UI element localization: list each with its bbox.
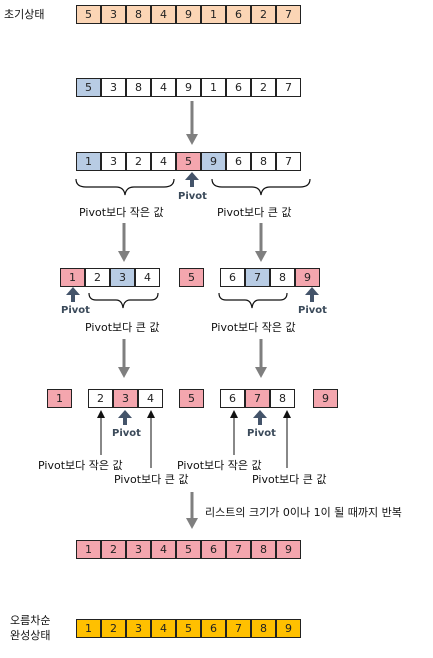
array-cell: 8 bbox=[126, 78, 151, 97]
array-cell: 9 bbox=[295, 268, 320, 287]
pivot-arrow bbox=[66, 287, 80, 302]
array-cell: 2 bbox=[101, 619, 126, 638]
array-cell: 4 bbox=[151, 5, 176, 24]
pivot-arrow bbox=[305, 287, 319, 302]
array-cell: 1 bbox=[76, 152, 101, 171]
array-cell: 3 bbox=[101, 5, 126, 24]
array-cell: 6 bbox=[201, 619, 226, 638]
pivot-label: Pivot bbox=[298, 305, 327, 316]
array-cell: 3 bbox=[126, 540, 151, 559]
array-cell: 7 bbox=[245, 268, 270, 287]
array-cell: 4 bbox=[151, 78, 176, 97]
smaller-than-pivot-label: Pivot보다 작은 값 bbox=[211, 321, 296, 334]
array-cell: 4 bbox=[135, 268, 160, 287]
range-brace bbox=[211, 178, 311, 196]
arrow-head bbox=[118, 367, 130, 378]
larger-than-pivot-label: Pivot보다 큰 값 bbox=[252, 473, 327, 486]
array-cell: 4 bbox=[151, 540, 176, 559]
range-brace bbox=[88, 292, 159, 309]
array-cell: 8 bbox=[270, 268, 295, 287]
array-cell: 5 bbox=[76, 78, 101, 97]
array-cell: 1 bbox=[76, 540, 101, 559]
array-cell: 7 bbox=[276, 152, 301, 171]
array-cell: 3 bbox=[101, 152, 126, 171]
array-cell: 3 bbox=[110, 268, 135, 287]
array-cell: 6 bbox=[220, 389, 245, 408]
array-cell: 2 bbox=[88, 389, 113, 408]
larger-than-pivot-label: Pivot보다 큰 값 bbox=[217, 206, 292, 219]
array-cell: 6 bbox=[226, 5, 251, 24]
array-cell: 2 bbox=[85, 268, 110, 287]
array-cell: 9 bbox=[201, 152, 226, 171]
array-cell: 7 bbox=[226, 540, 251, 559]
arrow-head bbox=[255, 251, 267, 262]
pivot-label: Pivot bbox=[112, 428, 141, 439]
array-cell: 9 bbox=[176, 78, 201, 97]
array-cell: 7 bbox=[226, 619, 251, 638]
array-cell: 8 bbox=[270, 389, 295, 408]
array-cell: 1 bbox=[76, 619, 101, 638]
pivot-label: Pivot bbox=[178, 191, 207, 202]
array-cell: 5 bbox=[176, 619, 201, 638]
larger-than-pivot-label: Pivot보다 큰 값 bbox=[114, 473, 189, 486]
array-cell: 8 bbox=[126, 5, 151, 24]
arrow-head bbox=[186, 134, 198, 145]
array-cell: 6 bbox=[226, 152, 251, 171]
array-cell: 1 bbox=[201, 5, 226, 24]
array-cell: 7 bbox=[276, 5, 301, 24]
repeat-note: 리스트의 크기가 0이나 1이 될 때까지 반복 bbox=[205, 506, 402, 519]
array-cell: 9 bbox=[276, 540, 301, 559]
arrow-head bbox=[255, 367, 267, 378]
array-cell: 8 bbox=[251, 152, 276, 171]
pivot-label: Pivot bbox=[247, 428, 276, 439]
arrow-head bbox=[118, 251, 130, 262]
array-cell: 5 bbox=[176, 152, 201, 171]
array-cell: 2 bbox=[251, 5, 276, 24]
smaller-than-pivot-label: Pivot보다 작은 값 bbox=[79, 206, 164, 219]
array-cell: 6 bbox=[220, 268, 245, 287]
smaller-than-pivot-label: Pivot보다 작은 값 bbox=[38, 459, 123, 472]
array-cell: 1 bbox=[201, 78, 226, 97]
array-cell: 4 bbox=[151, 152, 176, 171]
array-cell: 5 bbox=[179, 268, 204, 287]
pivot-arrow bbox=[253, 410, 267, 425]
array-cell: 5 bbox=[76, 5, 101, 24]
array-cell: 8 bbox=[251, 540, 276, 559]
sorted-state-label-line1: 오름차순 bbox=[10, 614, 51, 627]
array-cell: 7 bbox=[276, 78, 301, 97]
arrow-head bbox=[186, 518, 198, 529]
larger-than-pivot-label: Pivot보다 큰 값 bbox=[85, 321, 160, 334]
pivot-arrow bbox=[185, 172, 199, 187]
array-cell: 3 bbox=[126, 619, 151, 638]
array-cell: 9 bbox=[276, 619, 301, 638]
range-brace bbox=[218, 292, 288, 309]
array-cell: 5 bbox=[179, 389, 204, 408]
array-cell: 8 bbox=[251, 619, 276, 638]
array-cell: 3 bbox=[113, 389, 138, 408]
smaller-than-pivot-label: Pivot보다 작은 값 bbox=[177, 459, 262, 472]
array-cell: 6 bbox=[201, 540, 226, 559]
array-cell: 4 bbox=[151, 619, 176, 638]
array-cell: 1 bbox=[47, 389, 72, 408]
range-brace bbox=[75, 178, 175, 196]
array-cell: 7 bbox=[245, 389, 270, 408]
initial-state-label: 초기상태 bbox=[4, 8, 45, 21]
array-cell: 9 bbox=[176, 5, 201, 24]
pivot-label: Pivot bbox=[61, 305, 90, 316]
array-cell: 2 bbox=[251, 78, 276, 97]
array-cell: 2 bbox=[101, 540, 126, 559]
sorted-state-label-line2: 완성상태 bbox=[10, 629, 51, 642]
array-cell: 9 bbox=[313, 389, 338, 408]
array-cell: 3 bbox=[101, 78, 126, 97]
array-cell: 2 bbox=[126, 152, 151, 171]
pivot-arrow bbox=[118, 410, 132, 425]
array-cell: 1 bbox=[60, 268, 85, 287]
array-cell: 5 bbox=[176, 540, 201, 559]
array-cell: 6 bbox=[226, 78, 251, 97]
array-cell: 4 bbox=[138, 389, 163, 408]
